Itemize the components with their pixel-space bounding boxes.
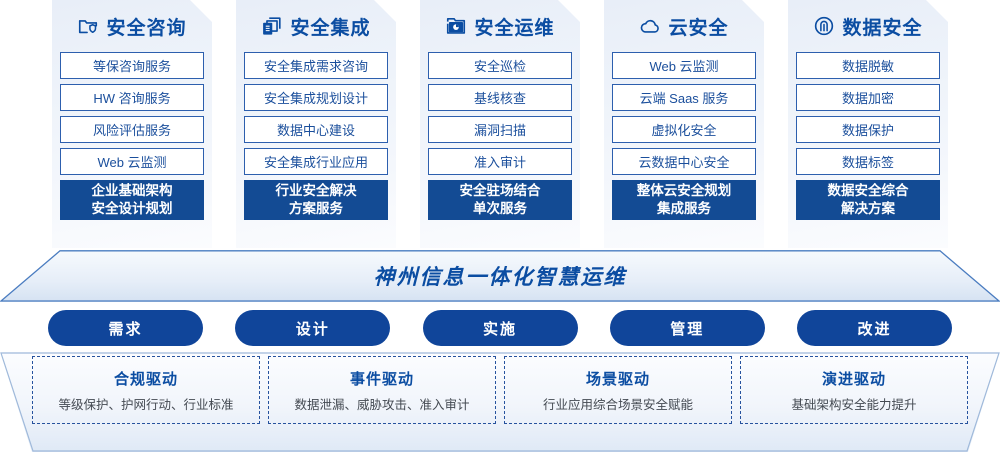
service-item[interactable]: 安全巡检 (428, 52, 572, 79)
column-title: 安全运维 (474, 17, 555, 39)
column-title: 安全咨询 (106, 17, 187, 39)
service-item[interactable]: 安全集成需求咨询 (244, 52, 388, 79)
service-item-highlight[interactable]: 安全驻场结合 单次服务 (428, 180, 572, 220)
driver-card-evolution[interactable]: 演进驱动 基础架构安全能力提升 (740, 356, 968, 424)
service-item[interactable]: 数据加密 (796, 84, 940, 111)
service-item[interactable]: 数据脱敏 (796, 52, 940, 79)
column-title: 数据安全 (842, 17, 923, 39)
service-item[interactable]: HW 咨询服务 (60, 84, 204, 111)
service-item[interactable]: 准入审计 (428, 148, 572, 175)
lifecycle-pill-management[interactable]: 管理 (609, 310, 765, 346)
service-item-highlight[interactable]: 数据安全综合 解决方案 (796, 180, 940, 220)
service-item[interactable]: 等保咨询服务 (60, 52, 204, 79)
highlight-line-1: 企业基础架构 (91, 182, 173, 198)
driver-title: 事件驱动 (349, 370, 414, 388)
highlight-line-2: 集成服务 (657, 201, 711, 216)
lifecycle-pills: 需求 设计 实施 管理 改进 (0, 310, 1000, 346)
driver-card-scenario[interactable]: 场景驱动 行业应用综合场景安全赋能 (504, 356, 732, 424)
lifecycle-pill-implementation[interactable]: 实施 (422, 310, 578, 346)
driver-subtitle: 数据泄漏、威胁攻击、准入审计 (294, 397, 470, 412)
column-header: 云安全 (612, 0, 756, 52)
service-item[interactable]: 基线核查 (428, 84, 572, 111)
service-item[interactable]: 安全集成规划设计 (244, 84, 388, 111)
column-header: 数据安全 (796, 0, 940, 52)
service-item-highlight[interactable]: 企业基础架构 安全设计规划 (60, 180, 204, 220)
service-item[interactable]: 数据标签 (796, 148, 940, 175)
platform-banner-text: 神州信息一体化智慧运维 (373, 266, 627, 289)
service-item[interactable]: 云端 Saas 服务 (612, 84, 756, 111)
highlight-line-1: 安全驻场结合 (459, 182, 541, 198)
service-item-highlight[interactable]: 整体云安全规划 集成服务 (612, 180, 756, 220)
monitor-chart-icon (445, 15, 467, 37)
service-columns: 安全咨询 等保咨询服务 HW 咨询服务 风险评估服务 Web 云监测 企业基础架… (0, 0, 1000, 258)
highlight-line-2: 安全设计规划 (91, 201, 173, 216)
highlight-line-1: 整体云安全规划 (636, 182, 732, 198)
column-header: 安全咨询 (60, 0, 204, 52)
fingerprint-icon (813, 15, 835, 37)
service-item-highlight[interactable]: 行业安全解决 方案服务 (244, 180, 388, 220)
driver-card-incident[interactable]: 事件驱动 数据泄漏、威胁攻击、准入审计 (268, 356, 496, 424)
highlight-line-1: 行业安全解决 (275, 182, 357, 198)
service-item[interactable]: 风险评估服务 (60, 116, 204, 143)
highlight-line-2: 方案服务 (289, 201, 343, 216)
service-item[interactable]: 虚拟化安全 (612, 116, 756, 143)
service-column-security-integration[interactable]: 安全集成 安全集成需求咨询 安全集成规划设计 数据中心建设 安全集成行业应用 行… (236, 0, 396, 248)
lifecycle-pill-demand[interactable]: 需求 (48, 310, 203, 346)
driver-card-compliance[interactable]: 合规驱动 等级保护、护网行动、行业标准 (32, 356, 260, 424)
column-title: 云安全 (668, 17, 729, 39)
service-item[interactable]: Web 云监测 (612, 52, 756, 79)
service-item[interactable]: Web 云监测 (60, 148, 204, 175)
service-column-security-consulting[interactable]: 安全咨询 等保咨询服务 HW 咨询服务 风险评估服务 Web 云监测 企业基础架… (52, 0, 212, 248)
service-column-cloud-security[interactable]: 云安全 Web 云监测 云端 Saas 服务 虚拟化安全 云数据中心安全 整体云… (604, 0, 764, 248)
column-title: 安全集成 (290, 17, 371, 39)
service-column-data-security[interactable]: 数据安全 数据脱敏 数据加密 数据保护 数据标签 数据安全综合 解决方案 (788, 0, 948, 248)
highlight-line-1: 数据安全综合 (827, 182, 909, 198)
column-header: 安全运维 (428, 0, 572, 52)
drivers-list: 合规驱动 等级保护、护网行动、行业标准 事件驱动 数据泄漏、威胁攻击、准入审计 … (0, 356, 1000, 444)
highlight-line-2: 单次服务 (473, 201, 527, 216)
service-column-security-operations[interactable]: 安全运维 安全巡检 基线核查 漏洞扫描 准入审计 安全驻场结合 单次服务 (420, 0, 580, 248)
cloud-icon (639, 15, 661, 37)
driver-title: 场景驱动 (585, 370, 650, 388)
driver-subtitle: 行业应用综合场景安全赋能 (542, 397, 693, 412)
platform-banner: 神州信息一体化智慧运维 (0, 250, 1000, 302)
service-item[interactable]: 数据中心建设 (244, 116, 388, 143)
folder-shield-icon (77, 15, 99, 37)
highlight-line-2: 解决方案 (841, 201, 895, 216)
column-header: 安全集成 (244, 0, 388, 52)
lifecycle-pill-improvement[interactable]: 改进 (797, 310, 952, 346)
documents-stack-icon (261, 15, 283, 37)
driver-subtitle: 基础架构安全能力提升 (791, 397, 917, 412)
lifecycle-pill-design[interactable]: 设计 (235, 310, 391, 346)
driver-title: 演进驱动 (821, 370, 886, 388)
service-item[interactable]: 数据保护 (796, 116, 940, 143)
driver-subtitle: 等级保护、护网行动、行业标准 (58, 397, 234, 412)
service-item[interactable]: 云数据中心安全 (612, 148, 756, 175)
driver-title: 合规驱动 (113, 370, 178, 388)
service-item[interactable]: 漏洞扫描 (428, 116, 572, 143)
service-item[interactable]: 安全集成行业应用 (244, 148, 388, 175)
